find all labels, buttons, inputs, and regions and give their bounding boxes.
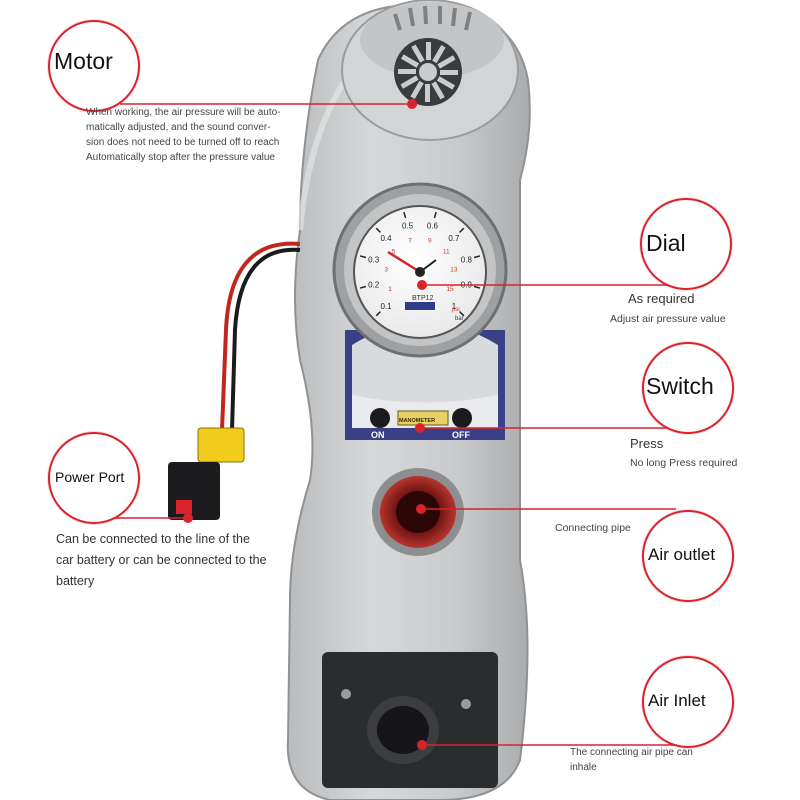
inlet-note-line: The connecting air pipe can bbox=[570, 747, 693, 758]
dial-label: Dial bbox=[646, 230, 686, 256]
callout-lines bbox=[104, 103, 702, 746]
gauge-bar-label: 1 bbox=[452, 302, 457, 311]
power-cable bbox=[168, 241, 301, 520]
off-label: OFF bbox=[452, 430, 470, 440]
gauge-bar-tick bbox=[359, 255, 367, 259]
switch-note: No long Press required bbox=[630, 457, 738, 469]
gauge-psi-label: 11 bbox=[443, 248, 450, 255]
gauge-bar-label: 0.7 bbox=[448, 234, 460, 243]
gauge-bar-label: 0.5 bbox=[402, 222, 414, 231]
air-outlet-label: Air outlet bbox=[648, 545, 716, 564]
gauge-bar-label: 0.3 bbox=[368, 256, 380, 265]
manometer-badge: MANOMETER bbox=[399, 418, 435, 424]
gauge-bar-tick bbox=[403, 211, 407, 219]
gauge-bar-tick bbox=[473, 285, 481, 289]
air-inlet-description: The connecting air pipe can inhale bbox=[570, 745, 770, 775]
air-outlet-callout-circle bbox=[642, 510, 734, 602]
gauge-psi-label: 15 bbox=[446, 286, 454, 293]
switch-label: Switch bbox=[646, 373, 714, 399]
power-note-line: Can be connected to the line of the bbox=[56, 532, 250, 546]
gauge-bar-tick bbox=[459, 227, 465, 233]
power-port-description: Can be connected to the line of the car … bbox=[56, 529, 296, 592]
switch-callout-circle bbox=[642, 342, 734, 434]
callout-dots bbox=[183, 99, 427, 750]
dial-callout-circle bbox=[640, 198, 732, 290]
gauge-unit-psi: psi bbox=[452, 307, 460, 313]
gauge-bar-tick bbox=[375, 311, 381, 317]
gauge-bar-label: 0.4 bbox=[380, 234, 392, 243]
gauge-bar-label: 0.6 bbox=[427, 222, 439, 231]
gauge-psi-label: 5 bbox=[392, 248, 396, 255]
motor-description: When working, the air pressure will be a… bbox=[86, 105, 306, 165]
gauge-psi-label: 7 bbox=[408, 237, 412, 244]
motor-note-line: Automatically stop after the pressure va… bbox=[86, 152, 275, 163]
air-inlet-label: Air Inlet bbox=[648, 691, 706, 710]
gauge-bar-tick bbox=[433, 211, 437, 219]
gauge-bar-label: 0.1 bbox=[380, 302, 392, 311]
gauge-bar-label: 0.8 bbox=[461, 256, 473, 265]
motor-fan-cap bbox=[341, 0, 519, 141]
gauge-bar-tick bbox=[359, 285, 367, 289]
inlet-note-line: inhale bbox=[570, 762, 597, 773]
gauge-bar-tick bbox=[459, 311, 465, 317]
gauge-psi-label: 3 bbox=[384, 267, 388, 274]
gauge-bar-label: 0.2 bbox=[368, 280, 380, 289]
gauge-psi-label: 1 bbox=[388, 286, 392, 293]
motor-note-line: matically adjusted, and the sound conver… bbox=[86, 122, 271, 133]
air-inlet-port bbox=[322, 652, 498, 788]
gauge-bar-tick bbox=[473, 255, 481, 259]
switch-subtitle: Press bbox=[630, 436, 664, 451]
gauge-psi-label: 13 bbox=[450, 267, 458, 274]
motor-note-line: When working, the air pressure will be a… bbox=[86, 107, 281, 118]
air-inlet-callout-circle bbox=[642, 656, 734, 748]
power-note-line: car battery or can be connected to the bbox=[56, 553, 267, 567]
power-port-callout-circle bbox=[48, 432, 140, 524]
dial-note: Adjust air pressure value bbox=[610, 313, 726, 325]
gauge-psi-label: 9 bbox=[428, 237, 432, 244]
gauge-unit-bar: bar bbox=[455, 316, 464, 322]
power-port-label: Power Port bbox=[55, 469, 125, 485]
on-label: ON bbox=[371, 430, 385, 440]
motor-callout-circle bbox=[48, 20, 140, 112]
motor-note-line: sion does not need to be turned off to r… bbox=[86, 137, 280, 148]
power-note-line: battery bbox=[56, 574, 95, 588]
gauge-bar-tick bbox=[375, 227, 381, 233]
dial-subtitle: As required bbox=[628, 291, 695, 306]
gauge-model: BTP12 bbox=[412, 295, 434, 302]
motor-label: Motor bbox=[54, 48, 113, 74]
air-outlet-note: Connecting pipe bbox=[555, 522, 631, 534]
